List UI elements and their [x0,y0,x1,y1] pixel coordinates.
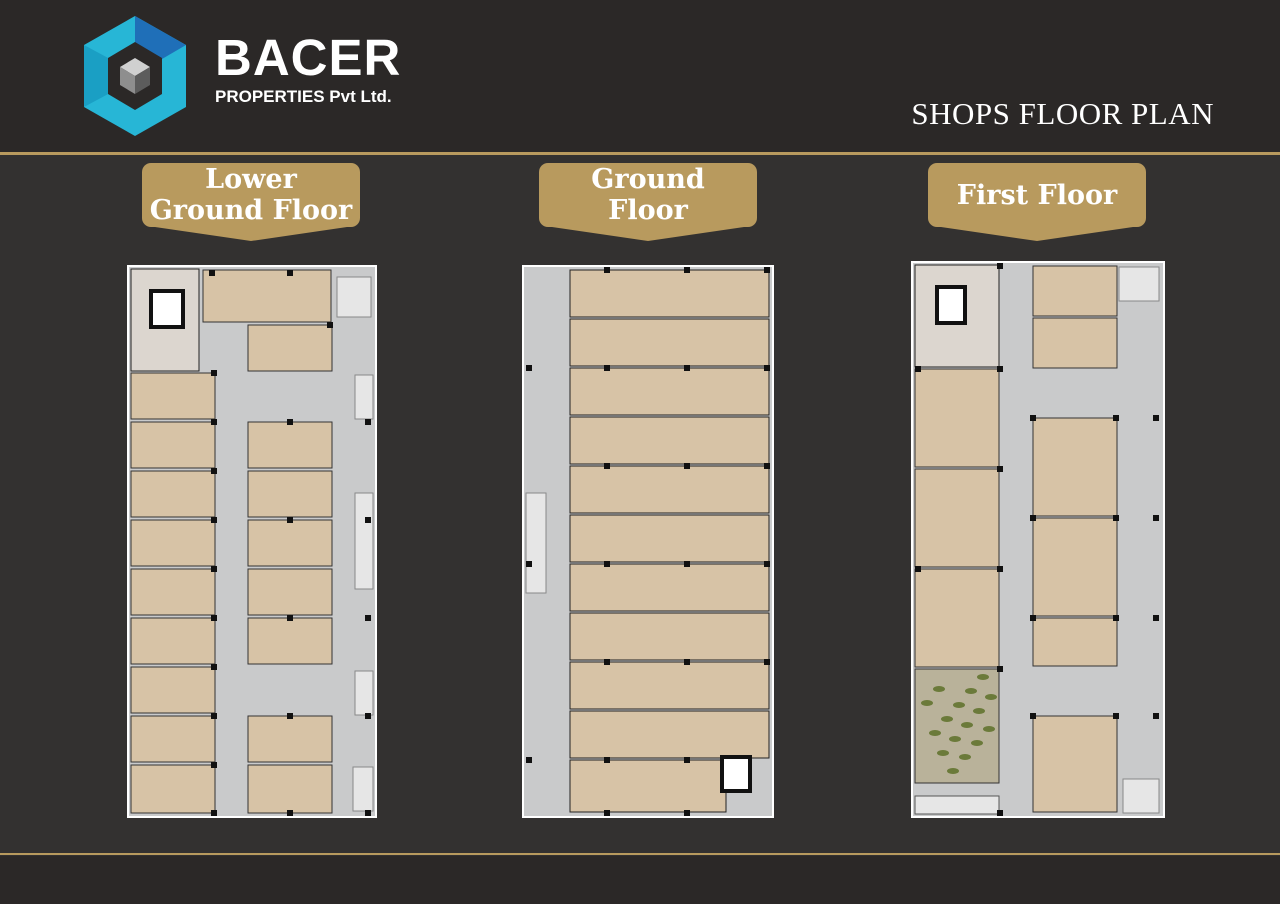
footer-bar [0,856,1280,904]
floor-badge-line: Ground Floor [149,195,353,226]
header-bar [0,0,1280,153]
bacer-logo-icon [84,16,186,136]
floor-badge-line: Ground [591,164,705,195]
floor-plan-drawing [524,267,772,816]
floor-plan-ground [522,265,774,818]
header-gold-divider [0,152,1280,155]
floor-badge-first: First Floor [928,163,1146,227]
footer-gold-divider [0,853,1280,855]
floor-badge-line: First Floor [956,179,1118,211]
floor-plan-drawing [129,267,375,816]
floor-badge-line: Lower [205,164,297,195]
brand-subtitle: PROPERTIES Pvt Ltd. [215,87,392,106]
floor-badge-line: Floor [608,195,688,226]
floor-plan-lower-ground [127,265,377,818]
floor-plan-drawing [913,263,1163,816]
page-title: SHOPS FLOOR PLAN [911,96,1214,131]
brand-name: BACER [215,29,402,86]
floor-plan-first [911,261,1165,818]
